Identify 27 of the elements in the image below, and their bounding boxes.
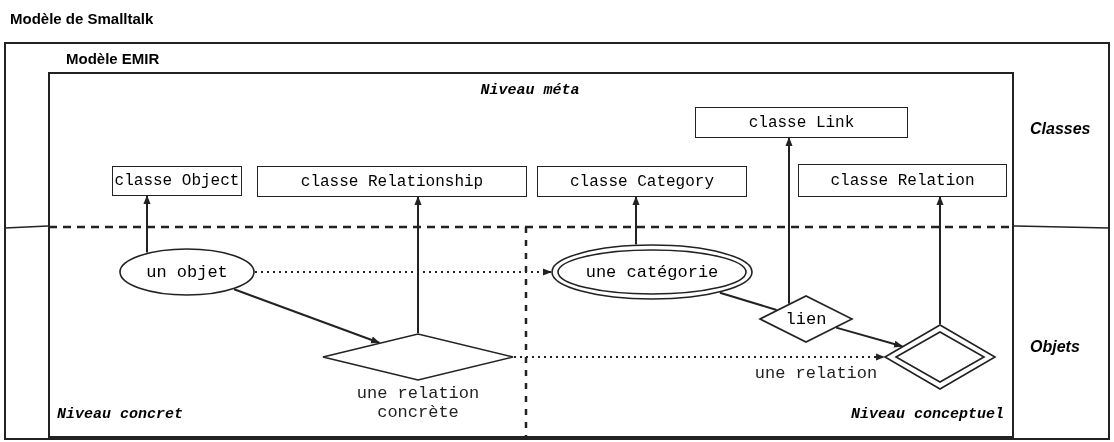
node-label: une catégorie bbox=[585, 262, 719, 282]
level-label: Niveau conceptuel bbox=[850, 406, 1004, 423]
level-label: Niveau méta bbox=[480, 82, 580, 99]
arrow bbox=[936, 196, 944, 325]
class-box: classe Relationship bbox=[257, 166, 527, 197]
class-box: classe Relation bbox=[798, 164, 1007, 197]
section-label: Classes bbox=[1030, 120, 1091, 138]
arrow bbox=[233, 288, 381, 344]
arrow bbox=[785, 137, 793, 305]
node-label: un objet bbox=[146, 262, 228, 282]
node-caption: une relation bbox=[753, 364, 879, 383]
frame-title: Modèle de Smalltalk bbox=[10, 10, 154, 27]
level-label: Niveau concret bbox=[57, 406, 184, 423]
class-box: classe Object bbox=[112, 166, 242, 196]
arrow bbox=[514, 353, 885, 361]
arrow bbox=[414, 196, 422, 334]
node-label: lien bbox=[785, 309, 827, 329]
arrow bbox=[255, 268, 552, 276]
arrow bbox=[143, 195, 151, 254]
class-box: classe Category bbox=[537, 166, 747, 197]
section-label: Objets bbox=[1030, 338, 1080, 356]
node-caption: une relation concrète bbox=[355, 384, 481, 422]
frame-title: Modèle EMIR bbox=[66, 50, 160, 67]
arrow bbox=[835, 326, 904, 348]
class-box: classe Link bbox=[695, 107, 908, 138]
arrow bbox=[632, 196, 640, 246]
connector-line bbox=[718, 291, 778, 311]
